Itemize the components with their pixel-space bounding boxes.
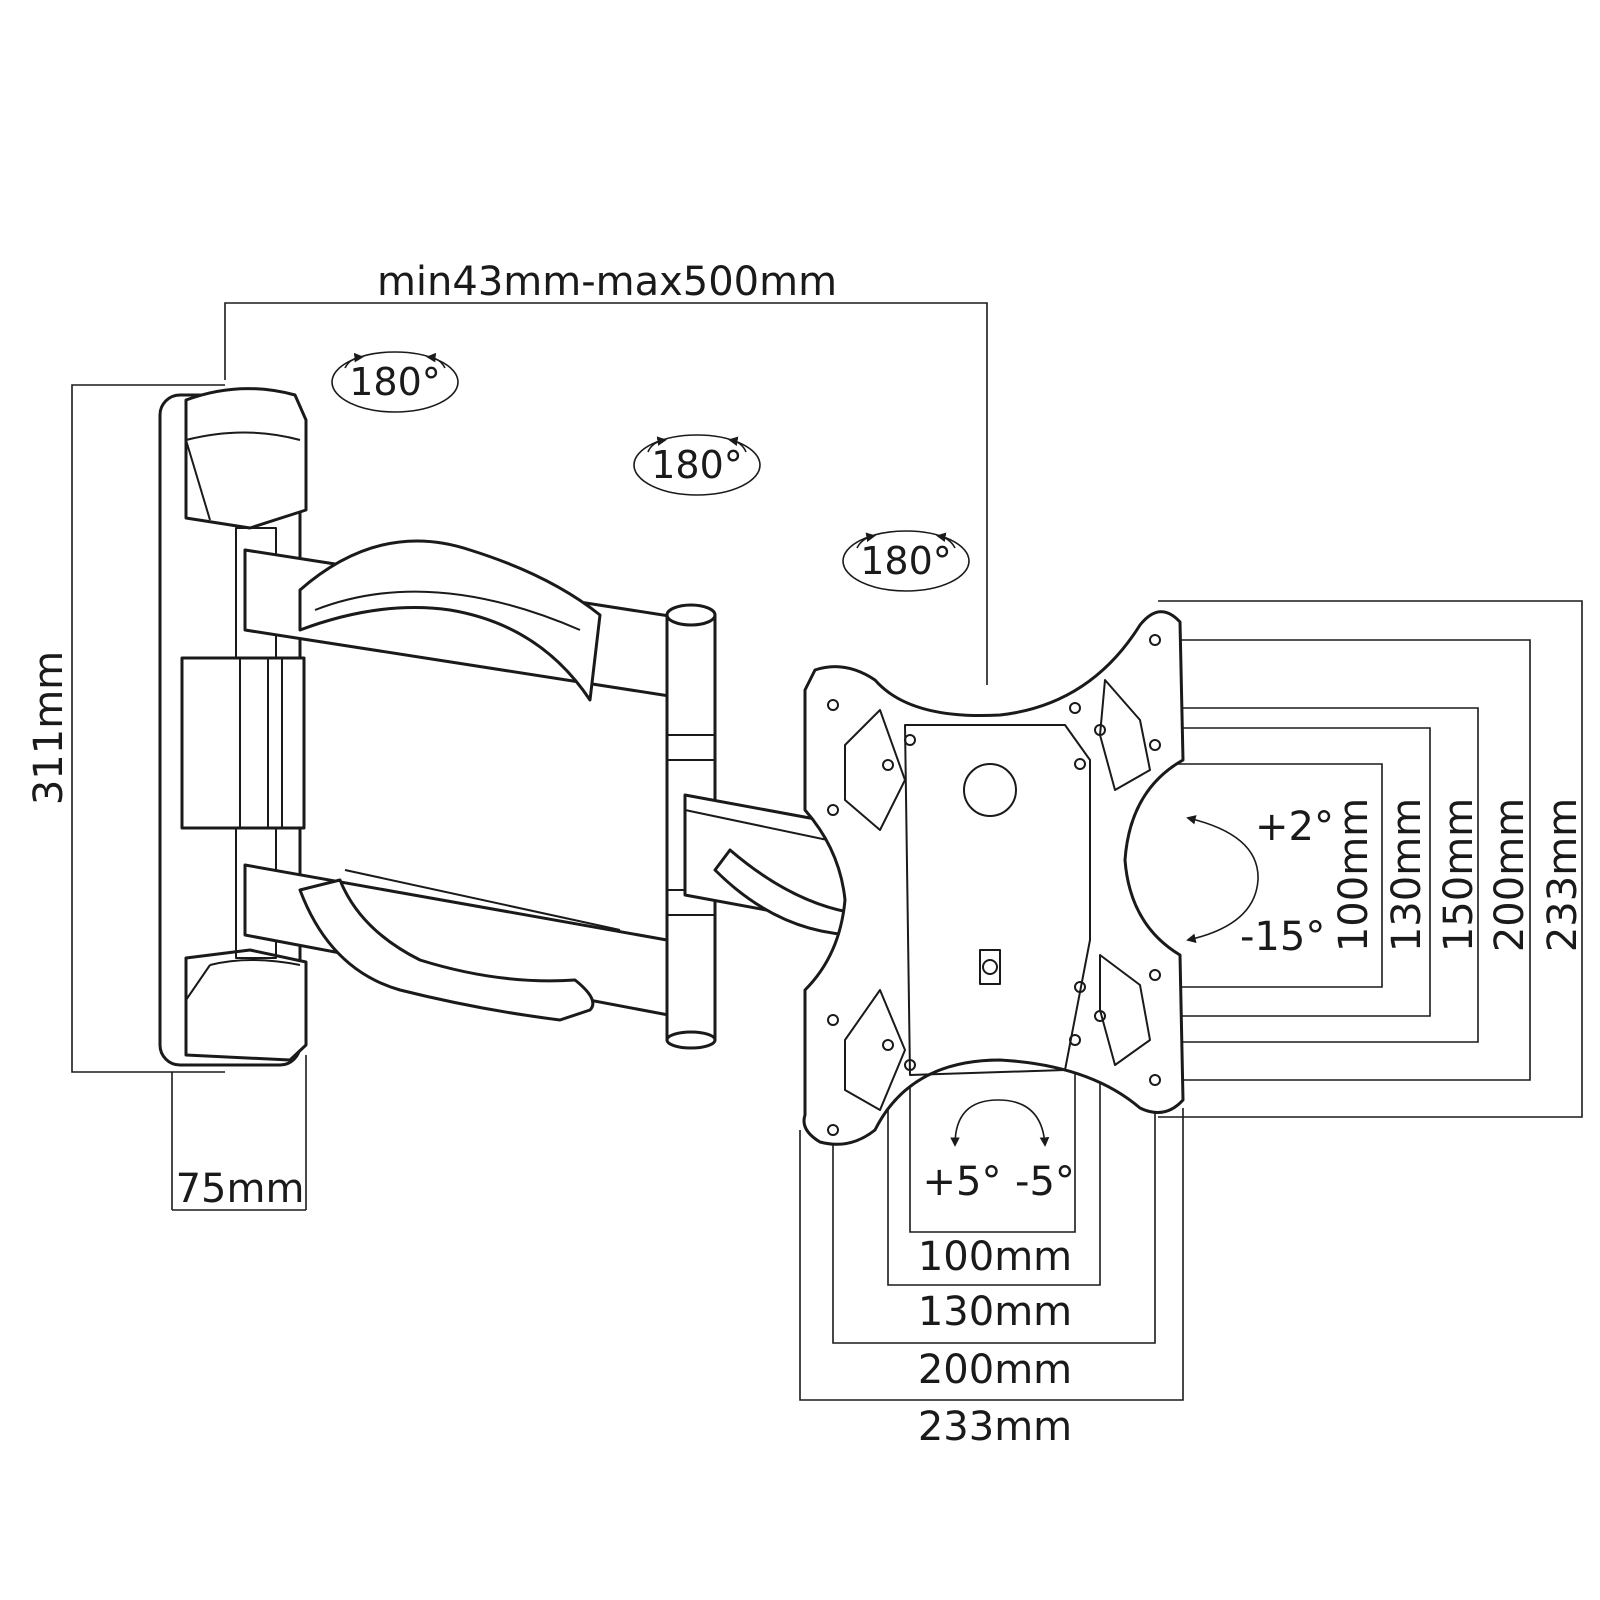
lower-arm: [243, 863, 697, 1022]
wall-plate: [158, 387, 308, 1067]
vesa-h-100-label: 100mm: [918, 1234, 1072, 1280]
vesa-v-150-label: 150mm: [1436, 798, 1482, 952]
swivel-label-1: 180°: [349, 360, 441, 404]
vesa-plate: [802, 610, 1185, 1146]
vesa-v-200-label: 200mm: [1487, 798, 1533, 952]
vesa-v-130-label: 130mm: [1384, 798, 1430, 952]
height-label: 311mm: [26, 651, 72, 805]
swivel-symbol-3: 180°: [842, 530, 970, 592]
tilt-down-label: -15°: [1240, 914, 1325, 960]
dimension-lines: [71, 302, 1583, 1401]
vesa-h-130-label: 130mm: [918, 1289, 1072, 1335]
vesa-h-233-label: 233mm: [918, 1404, 1072, 1450]
tilt-up-label: +2°: [1255, 804, 1334, 850]
vesa-h-200-label: 200mm: [918, 1347, 1072, 1393]
rotate-plus-label: +5°: [923, 1159, 1002, 1205]
tilt-symbol: +2° -15°: [1186, 804, 1334, 960]
vesa-v-233-label: 233mm: [1540, 798, 1586, 952]
swivel-symbol-1: 180°: [331, 351, 459, 413]
rotate-symbol: +5° -5°: [923, 1099, 1075, 1205]
upper-arm: [243, 539, 697, 702]
rotate-minus-label: -5°: [1015, 1159, 1075, 1205]
swivel-label-2: 180°: [651, 443, 743, 487]
wall-plate-width-label: 75mm: [176, 1166, 305, 1212]
swivel-symbol-2: 180°: [633, 434, 761, 496]
depth-range-label: min43mm-max500mm: [377, 259, 837, 305]
swivel-label-3: 180°: [860, 539, 952, 583]
vesa-v-100-label: 100mm: [1331, 798, 1377, 952]
